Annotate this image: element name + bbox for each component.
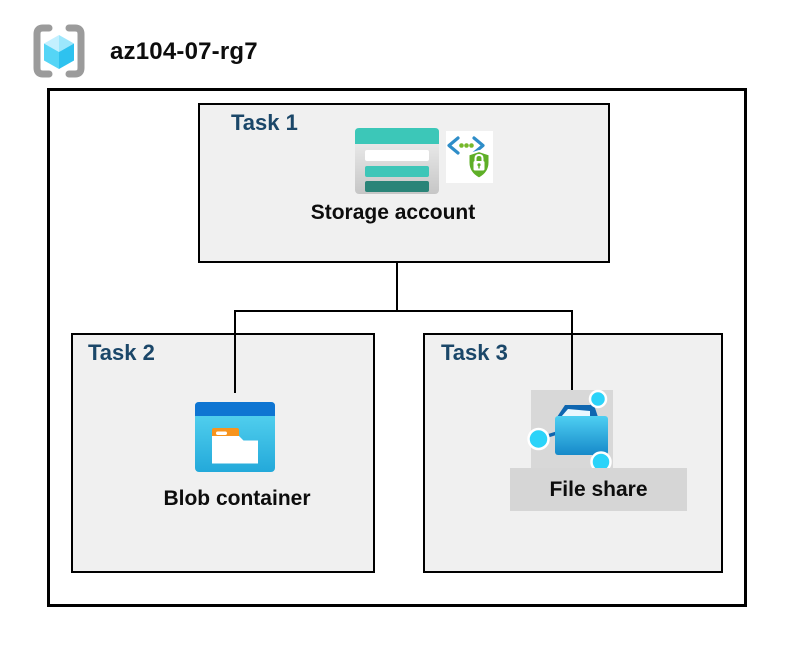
storage-account-label: Storage account — [310, 201, 476, 224]
connector-branch-bar — [234, 310, 573, 312]
blob-container-label: Blob container — [163, 487, 311, 510]
task2-label: Task 2 — [88, 340, 155, 365]
storage-account-icon — [355, 128, 439, 194]
resource-group-icon — [33, 24, 85, 78]
connector-storage-stem — [396, 263, 398, 311]
blob-container-icon — [195, 402, 275, 472]
secure-endpoint-icon — [446, 131, 493, 183]
task1-label: Task 1 — [231, 110, 298, 135]
file-share-icon — [527, 389, 612, 473]
file-share-label: File share — [510, 468, 687, 511]
connector-to-blob — [234, 310, 236, 393]
task3-label: Task 3 — [441, 340, 508, 365]
resource-group-name: az104-07-rg7 — [110, 38, 258, 65]
connector-to-fileshare — [571, 310, 573, 390]
